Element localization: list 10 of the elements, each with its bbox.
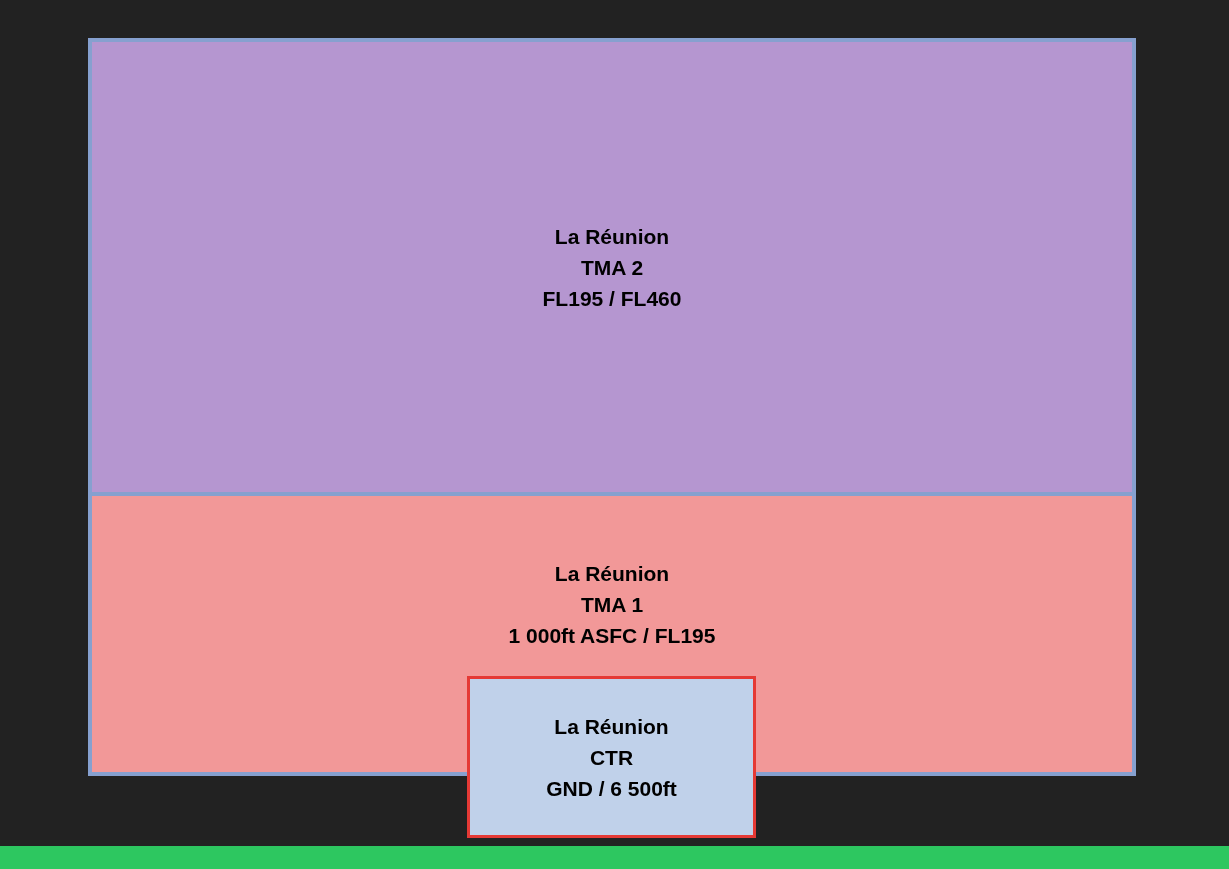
airspace-class: TMA 2 xyxy=(580,254,644,281)
altitude-limits: FL195 / FL460 xyxy=(542,285,682,312)
airspace-name: La Réunion xyxy=(554,713,669,740)
airspace-box xyxy=(467,676,756,838)
airspace-name: La Réunion xyxy=(554,560,670,587)
airspace-class: TMA 1 xyxy=(580,591,644,618)
altitude-limits: 1 000ft ASFC / FL195 xyxy=(508,622,716,649)
airspace-class: CTR xyxy=(589,744,634,771)
altitude-limits: GND / 6 500ft xyxy=(546,775,677,802)
airspace-name: La Réunion xyxy=(554,223,670,250)
